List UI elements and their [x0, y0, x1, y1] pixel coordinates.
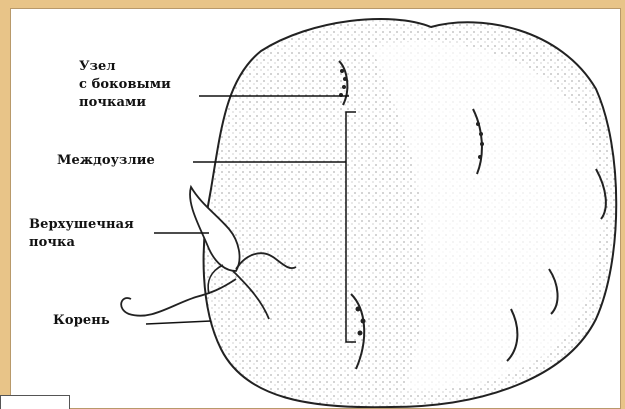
label-apical-line1: Верхушечная — [29, 217, 134, 233]
root-leader-line — [146, 321, 211, 324]
label-apical-line2: почка — [29, 235, 75, 251]
figure-panel: Узел с боковыми почками Междоузлие Верху… — [10, 8, 621, 409]
label-node-line1: Узел — [79, 59, 116, 75]
label-root: Корень — [53, 313, 110, 329]
corner-box — [0, 395, 70, 409]
label-node-line3: почками — [79, 95, 146, 111]
label-internode: Междоузлие — [57, 153, 155, 169]
label-node-line2: с боковыми — [79, 77, 171, 93]
